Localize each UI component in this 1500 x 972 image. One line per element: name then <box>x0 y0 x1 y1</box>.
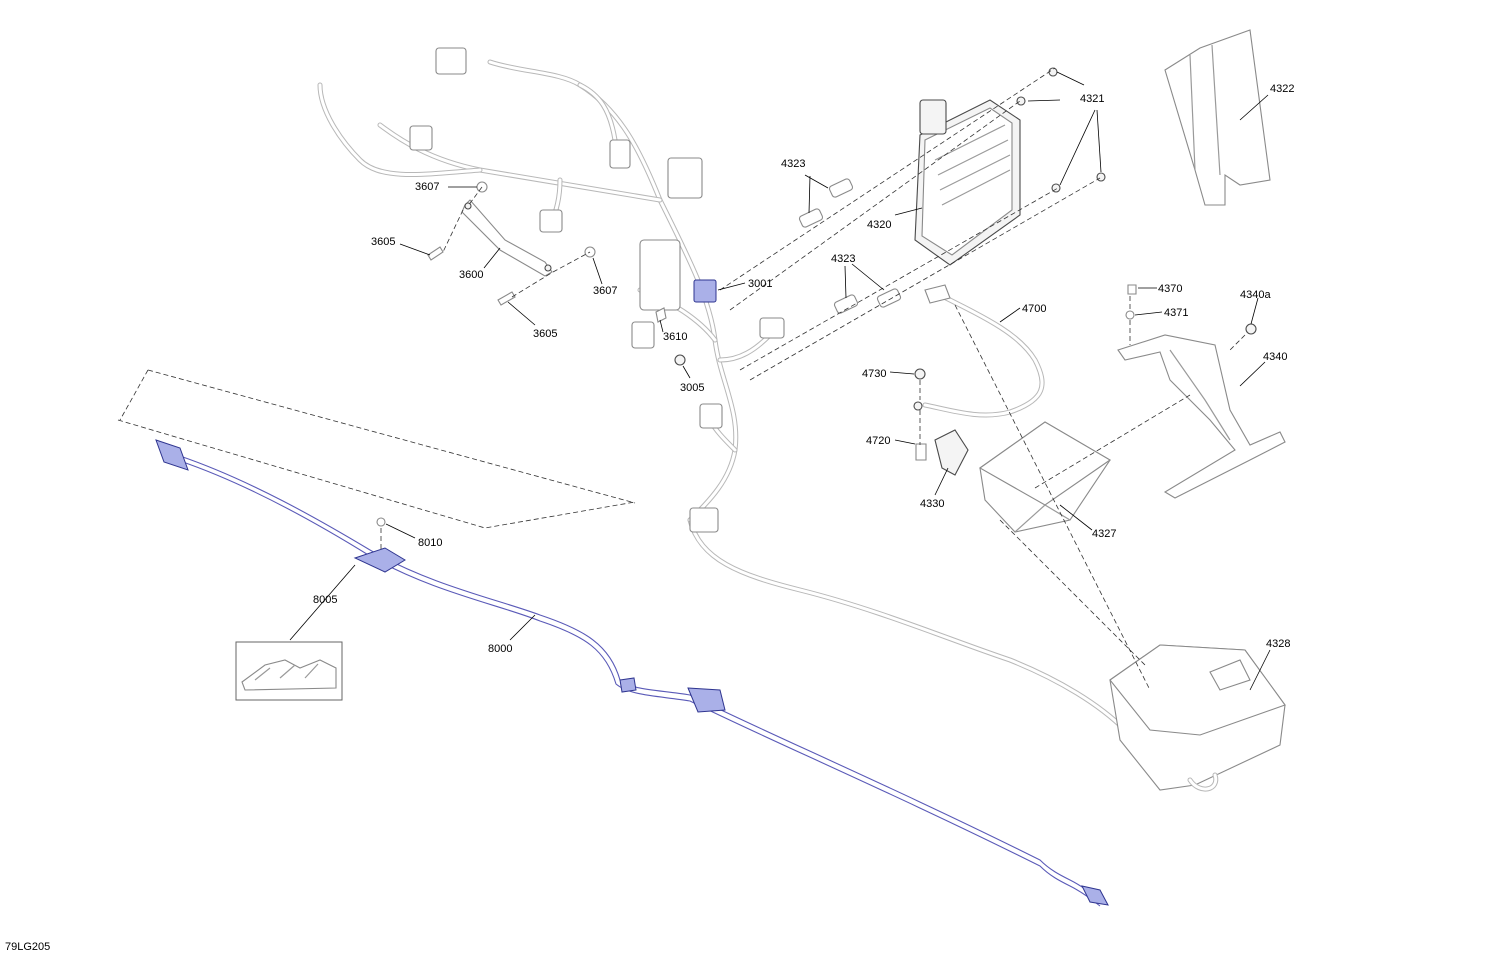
harness-connector-lower <box>699 403 723 429</box>
screw-4720 <box>915 443 927 461</box>
callout-3607-lower: 3607 <box>593 285 617 297</box>
battery-box-4328 <box>1109 644 1286 792</box>
callout-8010: 8010 <box>418 537 442 549</box>
harness-connector-mid <box>609 139 631 169</box>
harness-connector-bottom <box>689 507 719 533</box>
harness-connector-cluster <box>639 239 681 311</box>
battery-4327 <box>978 421 1112 533</box>
clip-8005 <box>353 547 406 573</box>
callout-4730: 4730 <box>862 368 886 380</box>
screw-4370 <box>1127 284 1137 295</box>
nut-4340a <box>1245 323 1257 335</box>
bracket-4340 <box>1117 334 1286 499</box>
rivet-8010 <box>376 517 386 527</box>
spacers-4323 <box>798 178 902 314</box>
accessory-connector-left <box>155 439 189 471</box>
harness-connector-3607 <box>539 209 563 233</box>
terminal-cover-4330 <box>934 429 969 476</box>
callout-4370: 4370 <box>1158 283 1182 295</box>
callout-3005: 3005 <box>680 382 704 394</box>
callout-4371: 4371 <box>1164 307 1188 319</box>
harness-connector-3610 <box>631 321 655 349</box>
callout-8000: 8000 <box>488 643 512 655</box>
callout-3610: 3610 <box>663 331 687 343</box>
callout-3605-lower: 3605 <box>533 328 557 340</box>
figure-code: 79LG205 <box>5 941 50 953</box>
callout-3607-upper: 3607 <box>415 181 439 193</box>
leader-lines <box>289 71 1271 691</box>
nuts-4321 <box>1016 67 1106 193</box>
detail-inset <box>235 641 343 701</box>
cover-4322 <box>1164 29 1271 206</box>
harness-connector-left <box>409 125 433 151</box>
accessory-harness-8000 <box>155 439 1109 907</box>
callout-4322: 4322 <box>1270 83 1294 95</box>
callout-8005: 8005 <box>313 594 337 606</box>
callout-4330: 4330 <box>920 498 944 510</box>
main-wiring-harness <box>317 47 1128 733</box>
module-connector <box>919 99 947 135</box>
ground-strap-3600 <box>461 199 553 277</box>
callout-4323-upper: 4323 <box>781 158 805 170</box>
callout-4340: 4340 <box>1263 351 1287 363</box>
nut-3005 <box>674 354 686 366</box>
callout-4720: 4720 <box>866 435 890 447</box>
callout-4321: 4321 <box>1080 93 1104 105</box>
strap-eyelet-upper <box>464 202 472 210</box>
construction-lines <box>117 67 1246 691</box>
battery-cable-4700 <box>913 284 1045 418</box>
screw-3605-upper <box>427 246 444 261</box>
accessory-connector-right <box>1081 885 1109 906</box>
screw-3605-lower <box>497 291 516 306</box>
fuse-holder-3001 <box>693 279 717 303</box>
harness-relay-box <box>667 157 703 199</box>
screw-3610 <box>655 307 667 323</box>
callout-3600: 3600 <box>459 269 483 281</box>
module-4320 <box>914 99 1021 266</box>
callout-3001: 3001 <box>748 278 772 290</box>
washer-4371 <box>1125 310 1135 320</box>
harness-connector-top <box>435 47 467 75</box>
callout-4327: 4327 <box>1092 528 1116 540</box>
callout-4340a: 4340a <box>1240 289 1271 301</box>
callout-labels: 3001 3005 3600 3605 3605 3607 3607 3610 … <box>5 83 1294 953</box>
accessory-connector-mid <box>687 687 726 713</box>
fasteners-36xx <box>427 181 686 366</box>
callout-3605-upper: 3605 <box>371 236 395 248</box>
callout-4323-lower: 4323 <box>831 253 855 265</box>
callout-4320: 4320 <box>867 219 891 231</box>
nut-4730 <box>914 368 926 380</box>
accessory-connector-splice <box>619 677 637 693</box>
strap-eyelet-lower <box>544 264 552 272</box>
callout-4700: 4700 <box>1022 303 1046 315</box>
callout-4328: 4328 <box>1266 638 1290 650</box>
harness-connector-right <box>759 317 785 339</box>
